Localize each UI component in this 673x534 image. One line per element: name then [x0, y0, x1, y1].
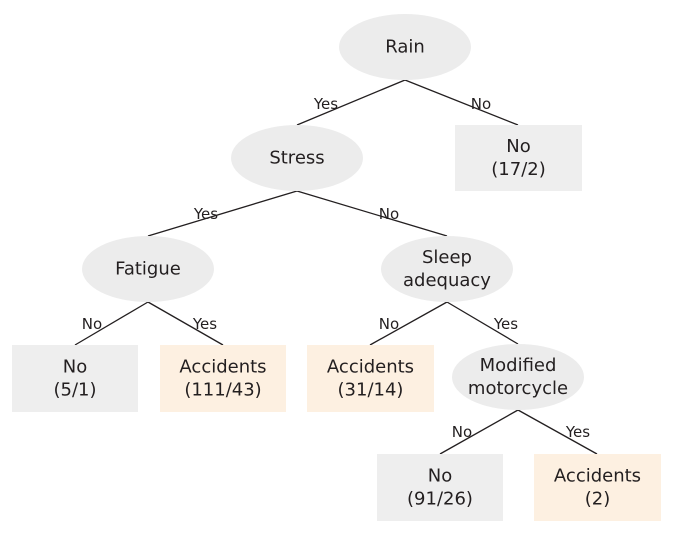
fatigue-text-line-1: Fatigue: [115, 259, 181, 280]
leaf-node-leaf_sleep_no: Accidents(31/14): [307, 345, 434, 412]
rain-text-line-1: Rain: [385, 37, 425, 58]
decision-ellipse: [231, 125, 363, 191]
leaf_rain_no-text-line-1: No: [506, 136, 530, 157]
decision-node-stress: Stress: [231, 125, 363, 191]
no-leaf-box: [377, 454, 503, 521]
leaf_sleep_no-text-line-1: Accidents: [327, 357, 414, 378]
accident-leaf-box: [160, 345, 286, 412]
edge-fatigue-to-leaf_fatigue_no: [74, 301, 149, 346]
decision-ellipse: [82, 236, 214, 302]
edge-layer: [74, 79, 598, 455]
leaf_modified_no-text-line-2: (91/26): [407, 489, 473, 510]
edge-label-yes: Yes: [493, 315, 518, 333]
edge-label-no: No: [379, 315, 399, 333]
edge-label-yes: Yes: [565, 423, 590, 441]
no-leaf-box: [12, 345, 138, 412]
leaf_modified_yes-text-line-2: (2): [585, 489, 611, 510]
edge-modified-to-leaf_modified_no: [439, 409, 519, 455]
edge-label-yes: Yes: [193, 205, 218, 223]
leaf_fatigue_no-text-line-2: (5/1): [53, 380, 96, 401]
leaf_sleep_no-text-line-2: (31/14): [338, 380, 404, 401]
edge-sleep-to-leaf_sleep_no: [369, 301, 448, 346]
leaf-node-leaf_rain_no: No(17/2): [455, 125, 582, 191]
edge-label-yes: Yes: [313, 95, 338, 113]
decision-node-rain: Rain: [339, 14, 471, 80]
modified-text-line-2: motorcycle: [468, 378, 568, 399]
leaf-node-leaf_modified_yes: Accidents(2): [534, 454, 661, 521]
leaf_fatigue_no-text-line-1: No: [63, 357, 87, 378]
decision-node-fatigue: Fatigue: [82, 236, 214, 302]
decision-ellipse: [339, 14, 471, 80]
edge-fatigue-to-leaf_fatigue_yes: [147, 301, 224, 346]
edge-label-no: No: [379, 205, 399, 223]
modified-text-line-1: Modified: [480, 355, 557, 376]
leaf-node-leaf_fatigue_no: No(5/1): [12, 345, 138, 412]
edge-rain-to-leaf_rain_no: [404, 79, 519, 126]
edge-label-yes: Yes: [192, 315, 217, 333]
sleep-text-line-1: Sleep: [422, 247, 472, 268]
edge-label-no: No: [82, 315, 102, 333]
no-leaf-box: [455, 125, 582, 191]
leaf_fatigue_yes-text-line-1: Accidents: [179, 357, 266, 378]
accident-leaf-box: [534, 454, 661, 521]
edge-stress-to-fatigue: [147, 190, 298, 237]
edge-label-no: No: [471, 95, 491, 113]
edge-stress-to-sleep: [296, 190, 448, 237]
edge-rain-to-stress: [296, 79, 406, 126]
sleep-text-line-2: adequacy: [403, 270, 491, 291]
leaf_modified_no-text-line-1: No: [428, 466, 452, 487]
decision-ellipse: [381, 236, 513, 302]
edge-sleep-to-modified: [446, 301, 519, 345]
edge-label-no: No: [452, 423, 472, 441]
leaf_rain_no-text-line-2: (17/2): [491, 159, 545, 180]
leaf-node-leaf_fatigue_yes: Accidents(111/43): [160, 345, 286, 412]
leaf-node-leaf_modified_no: No(91/26): [377, 454, 503, 521]
leaf_fatigue_yes-text-line-2: (111/43): [184, 380, 261, 401]
accident-leaf-box: [307, 345, 434, 412]
edge-modified-to-leaf_modified_yes: [517, 409, 598, 455]
decision-ellipse: [452, 344, 584, 410]
leaf_modified_yes-text-line-1: Accidents: [554, 466, 641, 487]
stress-text-line-1: Stress: [269, 148, 324, 169]
